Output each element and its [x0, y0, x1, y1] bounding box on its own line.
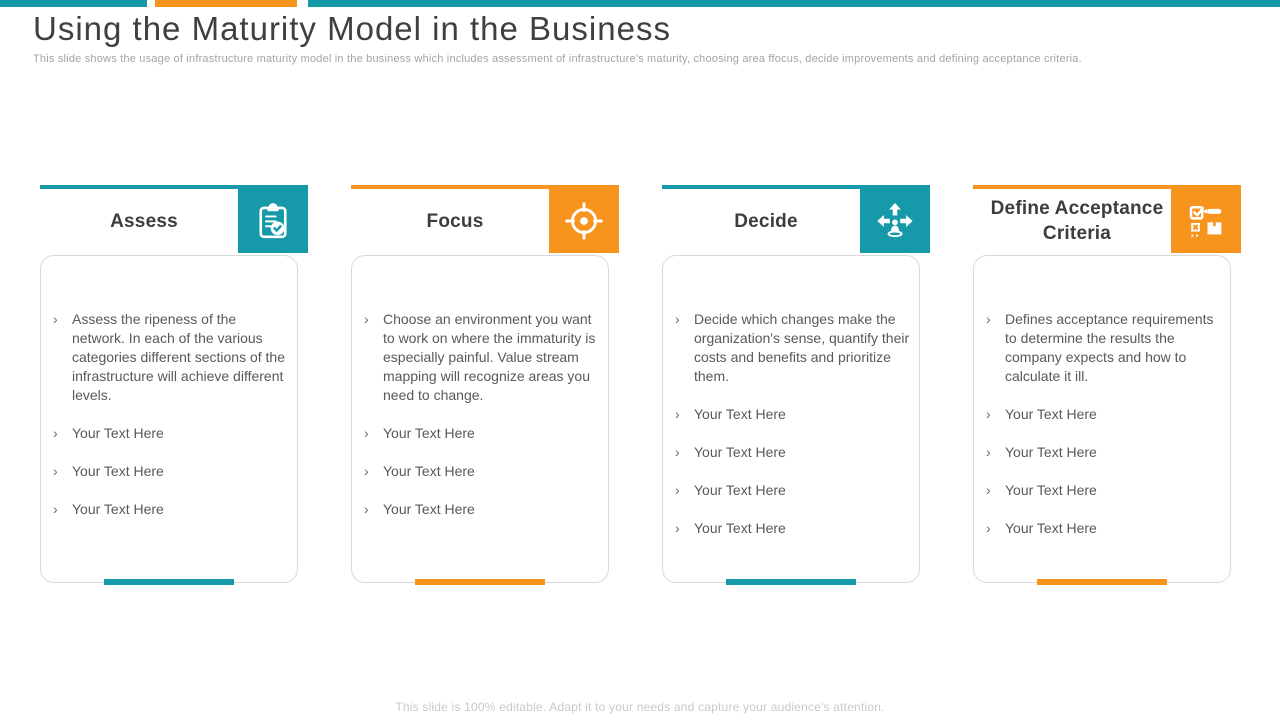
acceptance-criteria-icon — [1189, 205, 1222, 237]
column-card: › Defines acceptance requirements to dete… — [973, 255, 1231, 585]
target-icon — [565, 202, 603, 240]
bullet-item: › Your Text Here — [364, 500, 600, 519]
bullet-item: › Your Text Here — [675, 405, 911, 424]
bullet-text: Your Text Here — [72, 463, 164, 479]
column-card: › Choose an environment you want to work … — [351, 255, 609, 585]
bullet-item: › Your Text Here — [986, 481, 1222, 500]
bullet-item: › Defines acceptance requirements to dete… — [986, 310, 1222, 386]
header-accent-line — [351, 185, 619, 189]
bullet-text: Your Text Here — [694, 520, 786, 536]
bullet-marker: › — [364, 463, 369, 479]
page-title: Using the Maturity Model in the Business — [33, 10, 671, 47]
bullet-list: › Choose an environment you want to work … — [352, 256, 608, 519]
bullet-item: › Your Text Here — [53, 462, 289, 481]
top-bar-orange-segment — [155, 0, 297, 7]
bullet-marker: › — [675, 520, 680, 536]
bullet-list: › Decide which changes make the organizat… — [663, 256, 919, 538]
bullet-item: › Your Text Here — [675, 481, 911, 500]
bullet-text: Decide which changes make the organizati… — [694, 311, 910, 384]
bullet-text: Defines acceptance requirements to deter… — [1005, 311, 1214, 384]
top-accent-bar — [0, 0, 1280, 7]
header-accent-line — [662, 185, 930, 189]
bullet-marker: › — [675, 444, 680, 460]
column-title: Assess — [110, 210, 178, 232]
bullet-text: Choose an environment you want to work o… — [383, 311, 596, 403]
bullet-text: Your Text Here — [383, 501, 475, 517]
bullet-item: › Your Text Here — [53, 500, 289, 519]
bullet-marker: › — [53, 501, 58, 517]
bullet-list: › Assess the ripeness of the network. In … — [41, 256, 297, 519]
column-header: Focus — [351, 185, 619, 255]
column-title: Decide — [734, 210, 798, 232]
process-column-focus: Focus › Choose an environment you want to… — [351, 185, 619, 585]
column-header: Define Acceptance Criteria — [973, 185, 1241, 255]
bullet-item: › Your Text Here — [364, 462, 600, 481]
bullet-marker: › — [364, 501, 369, 517]
bullet-marker: › — [364, 311, 369, 327]
bullet-marker: › — [675, 311, 680, 327]
slide-footer-note: This slide is 100% editable. Adapt it to… — [395, 700, 885, 714]
bullet-item: › Your Text Here — [986, 443, 1222, 462]
slide-subtitle: This slide shows the usage of infrastruc… — [33, 53, 1082, 65]
process-column-assess: Assess › Assess the ripeness of the netwo… — [40, 185, 308, 585]
process-column-define-acceptance-criteria: Define Acceptance Criteria › Defines acce… — [973, 185, 1241, 585]
card-accent-bar — [104, 579, 234, 585]
person-directions-icon — [877, 202, 913, 238]
bullet-item: › Your Text Here — [986, 519, 1222, 538]
bullet-text: Your Text Here — [1005, 520, 1097, 536]
column-icon-box — [860, 189, 930, 253]
bullet-text: Your Text Here — [383, 425, 475, 441]
bullet-marker: › — [986, 311, 991, 327]
bullet-text: Your Text Here — [694, 482, 786, 498]
bullet-item: › Choose an environment you want to work … — [364, 310, 600, 405]
bullet-text: Your Text Here — [72, 501, 164, 517]
clipboard-check-icon — [259, 203, 287, 239]
column-title: Define Acceptance Criteria — [990, 198, 1164, 244]
bullet-marker: › — [675, 406, 680, 422]
bullet-text: Your Text Here — [1005, 482, 1097, 498]
bullet-text: Your Text Here — [72, 425, 164, 441]
process-columns: Assess › Assess the ripeness of the netwo… — [40, 185, 1241, 585]
bullet-marker: › — [364, 425, 369, 441]
bullet-marker: › — [53, 311, 58, 327]
card-accent-bar — [726, 579, 856, 585]
card-accent-bar — [1037, 579, 1167, 585]
bullet-item: › Your Text Here — [53, 424, 289, 443]
bullet-list: › Defines acceptance requirements to dete… — [974, 256, 1230, 538]
bullet-item: › Decide which changes make the organizat… — [675, 310, 911, 386]
column-card: › Decide which changes make the organizat… — [662, 255, 920, 585]
bullet-marker: › — [53, 425, 58, 441]
bullet-text: Your Text Here — [694, 444, 786, 460]
bullet-text: Assess the ripeness of the network. In e… — [72, 311, 285, 403]
bullet-item: › Your Text Here — [364, 424, 600, 443]
bullet-marker: › — [986, 406, 991, 422]
header-accent-line — [40, 185, 308, 189]
process-column-decide: Decide › Decide which changes make the or… — [662, 185, 930, 585]
top-bar-teal-right-segment — [308, 0, 1280, 7]
header-accent-line — [973, 185, 1241, 189]
column-icon-box — [549, 189, 619, 253]
bullet-marker: › — [986, 444, 991, 460]
bullet-text: Your Text Here — [694, 406, 786, 422]
card-accent-bar — [415, 579, 545, 585]
column-icon-box — [1171, 189, 1241, 253]
column-icon-box — [238, 189, 308, 253]
bullet-item: › Your Text Here — [675, 519, 911, 538]
column-title: Focus — [426, 210, 484, 232]
bullet-marker: › — [986, 520, 991, 536]
top-bar-teal-left-segment — [0, 0, 147, 7]
bullet-marker: › — [986, 482, 991, 498]
column-card: › Assess the ripeness of the network. In … — [40, 255, 298, 585]
bullet-text: Your Text Here — [383, 463, 475, 479]
bullet-item: › Assess the ripeness of the network. In … — [53, 310, 289, 405]
bullet-marker: › — [675, 482, 680, 498]
bullet-item: › Your Text Here — [675, 443, 911, 462]
bullet-marker: › — [53, 463, 58, 479]
bullet-text: Your Text Here — [1005, 406, 1097, 422]
bullet-item: › Your Text Here — [986, 405, 1222, 424]
column-header: Decide — [662, 185, 930, 255]
bullet-text: Your Text Here — [1005, 444, 1097, 460]
column-header: Assess — [40, 185, 308, 255]
